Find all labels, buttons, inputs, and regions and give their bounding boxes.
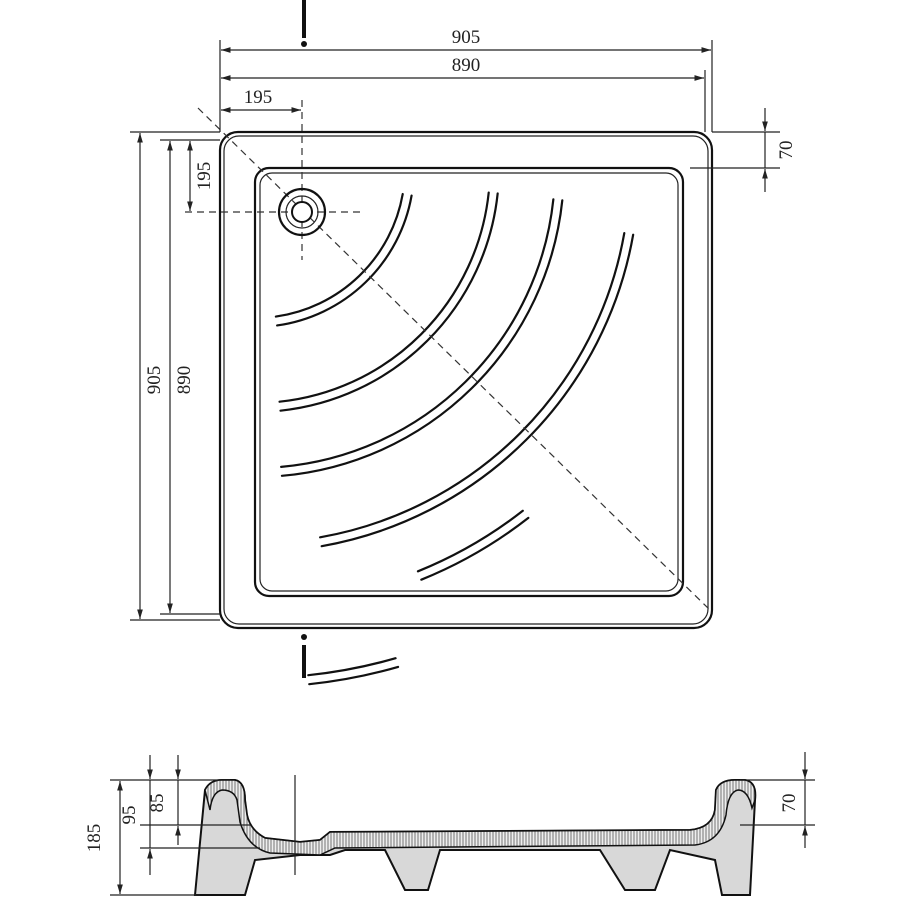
tray-edge [223,135,709,625]
section-mark-bottom [301,634,307,678]
section-view: 185 95 85 70 [84,752,815,896]
groove-arc [308,665,400,686]
dim-rim-height: 70 [779,794,800,813]
plan-view [185,0,714,686]
diagonal-axis [197,107,713,613]
groove-arc [274,192,404,318]
dim-height-85: 85 [147,794,168,813]
drain-center [291,201,313,223]
dim-total-height: 185 [84,824,105,853]
tray-grooves [274,191,635,686]
dim-rim-width: 70 [776,141,797,160]
drain-icon [277,187,327,237]
dim-overall-width: 905 [452,27,481,48]
groove-arc [278,191,490,403]
dim-overall-depth: 905 [144,366,165,395]
dim-drain-offset-y: 195 [194,162,215,191]
section-mark-top [301,0,307,47]
groove-arc [320,233,635,548]
dim-inner-width: 890 [452,55,481,76]
tray-shell-hatch [204,779,757,856]
dim-inner-depth: 890 [174,366,195,395]
groove-arc [420,516,530,581]
groove-arc [279,192,499,412]
tray-outline [218,130,714,630]
groove-arc [319,232,626,539]
drain-ring [285,195,319,229]
dim-height-95: 95 [119,806,140,825]
dim-drain-offset-x: 195 [244,87,273,108]
groove-arc [276,194,413,327]
groove-arc [280,199,564,477]
basin-outline [253,166,685,598]
basin-edge [259,172,679,592]
groove-arc [307,657,397,677]
groove-arc [280,198,555,468]
plan-dimensions: 905 890 195 905 890 195 70 [130,27,797,621]
groove-arc [416,509,524,573]
